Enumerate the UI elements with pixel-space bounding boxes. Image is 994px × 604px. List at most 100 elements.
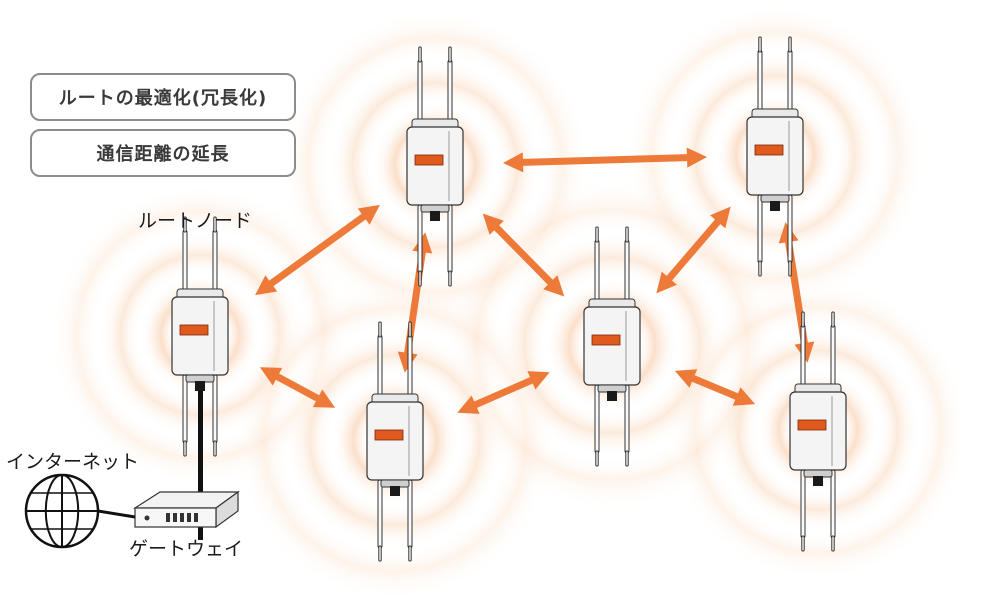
access-point-root — [171, 216, 229, 457]
brand-label — [374, 429, 404, 441]
upper-antenna-tip-2 — [408, 321, 412, 338]
lower-antenna-1 — [800, 469, 806, 539]
gateway-label: ゲートウェイ — [129, 538, 244, 560]
upper-antenna-tip-1 — [183, 216, 187, 233]
brand-label — [414, 154, 444, 166]
lower-antenna-tip-2 — [788, 260, 792, 277]
upper-antenna-tip-2 — [831, 311, 835, 328]
internet-label: インターネット — [6, 451, 140, 473]
lower-antenna-tip-2 — [625, 450, 629, 467]
upper-antenna-1 — [417, 59, 423, 129]
gateway-layer — [24, 473, 240, 549]
connector-plate — [760, 194, 790, 203]
upper-antenna-1 — [377, 334, 383, 404]
ethernet-port — [195, 381, 205, 391]
connector-plate — [185, 374, 215, 383]
upper-antenna-2 — [212, 229, 218, 299]
ethernet-cable — [198, 390, 203, 540]
ethernet-port — [430, 211, 440, 221]
lower-antenna-2 — [212, 374, 218, 444]
route-optimization-box: ルートの最適化(冗長化) — [30, 73, 296, 121]
connector-plate — [380, 479, 410, 488]
connector-plate — [597, 384, 627, 393]
gateway-port-2 — [173, 513, 177, 522]
ethernet-port — [813, 476, 823, 486]
lower-antenna-tip-1 — [758, 260, 762, 277]
upper-antenna-1 — [182, 229, 188, 299]
lower-antenna-tip-1 — [595, 450, 599, 467]
lower-antenna-tip-2 — [408, 545, 412, 562]
lower-antenna-tip-2 — [213, 440, 217, 457]
device-body — [406, 126, 464, 206]
lower-antenna-2 — [787, 194, 793, 264]
distance-extension-box: 通信距離の延長 — [30, 129, 296, 177]
upper-antenna-tip-1 — [378, 321, 382, 338]
node-layer — [171, 36, 847, 562]
access-point-top-center — [406, 46, 464, 287]
lower-antenna-2 — [407, 479, 413, 549]
upper-antenna-1 — [800, 324, 806, 394]
upper-antenna-tip-1 — [758, 36, 762, 53]
gateway-port-4 — [187, 513, 191, 522]
root-node-label: ルートノード — [138, 210, 253, 232]
lower-antenna-tip-2 — [831, 535, 835, 552]
connector-plate — [803, 469, 833, 478]
cable-layer — [198, 390, 203, 540]
upper-antenna-2 — [407, 334, 413, 404]
distance-extension-text: 通信距離の延長 — [96, 144, 230, 165]
gateway-device — [132, 490, 240, 529]
link-arrow-top-center-to-top-right — [503, 147, 707, 173]
link-arrow-center-to-top-right — [656, 206, 731, 294]
lower-antenna-1 — [757, 194, 763, 264]
globe-connection-line — [97, 509, 136, 519]
lower-antenna-tip-1 — [418, 270, 422, 287]
device-body — [583, 306, 641, 386]
globe-icon — [24, 473, 136, 549]
link-arrow-center-to-bottom-right — [674, 369, 756, 406]
lower-antenna-2 — [624, 384, 630, 454]
lower-antenna-tip-1 — [183, 440, 187, 457]
device-body — [789, 391, 847, 471]
upper-antenna-tip-2 — [788, 36, 792, 53]
upper-antenna-2 — [447, 59, 453, 129]
link-arrow-top-center-to-center — [482, 213, 565, 297]
lower-antenna-1 — [377, 479, 383, 549]
upper-antenna-tip-2 — [213, 216, 217, 233]
upper-antenna-1 — [757, 49, 763, 119]
link-arrow-top-center-to-bottom-left — [397, 232, 433, 373]
upper-antenna-tip-2 — [625, 226, 629, 243]
upper-antenna-tip-1 — [801, 311, 805, 328]
access-point-top-right — [746, 36, 804, 277]
lower-antenna-1 — [417, 204, 423, 274]
lower-antenna-tip-1 — [378, 545, 382, 562]
lower-antenna-tip-1 — [801, 535, 805, 552]
ethernet-port — [607, 391, 617, 401]
upper-antenna-tip-1 — [418, 46, 422, 63]
brand-label — [179, 324, 209, 336]
link-arrow-bottom-left-to-center — [457, 371, 550, 414]
gateway-port-3 — [180, 513, 184, 522]
access-point-center — [583, 226, 641, 467]
lower-antenna-tip-2 — [448, 270, 452, 287]
link-arrow-root-to-bottom-left — [259, 367, 336, 408]
access-point-bottom-left — [366, 321, 424, 562]
gateway-port-5 — [194, 513, 198, 522]
connector-plate — [420, 204, 450, 213]
link-arrow-root-to-top-center — [255, 204, 380, 296]
lower-antenna-2 — [830, 469, 836, 539]
route-optimization-text: ルートの最適化(冗長化) — [58, 88, 268, 109]
upper-antenna-2 — [624, 239, 630, 309]
gateway-led — [144, 515, 150, 521]
brand-label — [591, 334, 621, 346]
lower-antenna-1 — [594, 384, 600, 454]
device-body — [746, 116, 804, 196]
upper-antenna-2 — [830, 324, 836, 394]
brand-label — [797, 419, 827, 431]
gateway-port-1 — [166, 513, 170, 522]
device-body — [366, 401, 424, 481]
lower-antenna-2 — [447, 204, 453, 274]
upper-antenna-2 — [787, 49, 793, 119]
ethernet-port — [770, 201, 780, 211]
